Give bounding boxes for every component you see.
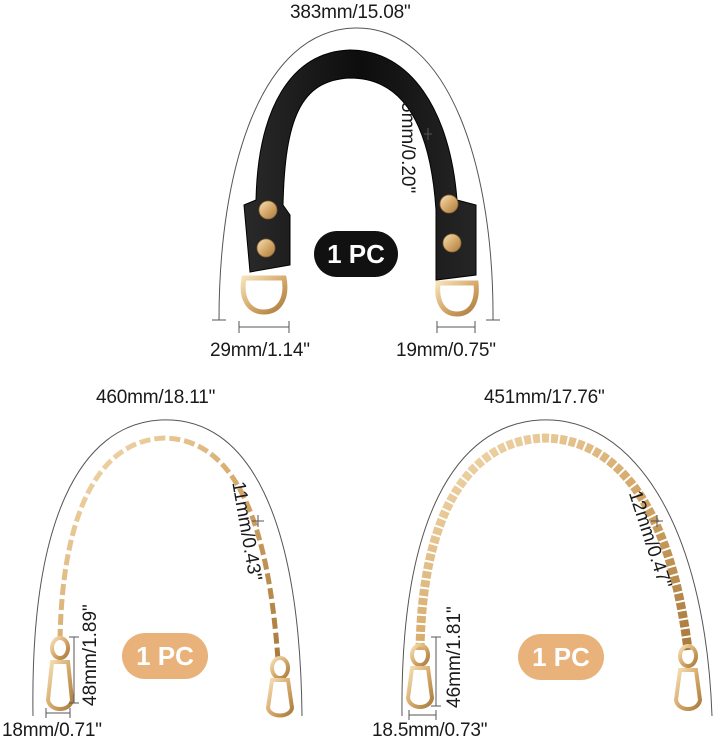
left-chain-clasp-width-label: 18mm/0.71" [2,720,102,741]
right-chain-clasp-length-label: 46mm/1.81" [444,606,465,708]
right-chain-dimension-arc [401,419,713,717]
left-chain-dimension-arc [32,419,303,717]
strap-rivets [256,194,462,258]
left-chain-count-badge: 1 PC [122,633,208,679]
leather-strap [243,49,477,281]
top-strap-ring-inner-label: 19mm/0.75" [396,340,496,361]
left-chain-measure-marks [45,515,264,718]
top-strap-measure-marks [238,128,476,333]
top-strap-length-label: 383mm/15.08" [290,2,411,23]
d-rings [240,275,479,317]
left-chain-clasps [45,636,295,718]
right-chain-measure-marks [408,515,663,720]
right-chain-length-label: 451mm/17.76" [484,387,605,408]
left-chain-links [57,435,281,661]
right-chain-links [415,433,693,651]
left-chain-length-label: 460mm/18.11" [96,387,216,408]
right-chain-count-badge: 1 PC [518,634,604,680]
left-chain-clasp-length-label: 48mm/1.89" [80,604,101,706]
top-strap-thickness-label: 5mm/0.20" [397,102,418,194]
top-strap-dimension-arc [212,27,500,321]
top-strap-count-badge: 1 PC [314,231,398,277]
right-chain-clasp-width-label: 18.5mm/0.73" [372,720,488,741]
top-strap-ring-width-label: 29mm/1.14" [210,340,310,361]
right-chain-clasps [405,643,703,711]
